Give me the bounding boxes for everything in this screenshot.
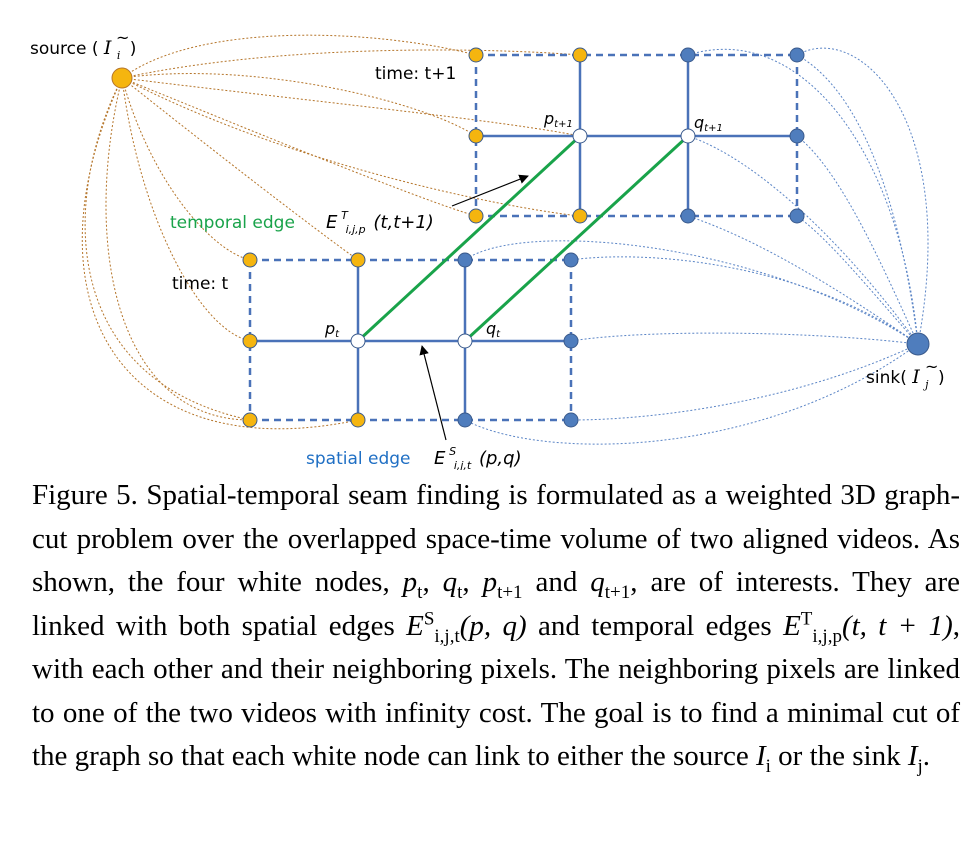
nodes-time-t1 <box>468 47 805 224</box>
source-links <box>81 34 581 430</box>
spatial-edge-math: E S i,j,t (p,q) <box>434 439 522 470</box>
white-node-p-t <box>350 333 366 349</box>
node-label-q-t1: qt+1 <box>694 113 723 134</box>
source-node <box>111 67 133 89</box>
white-node-p-t1 <box>572 128 588 144</box>
sink-links <box>464 47 929 445</box>
grid-time-t1 <box>474 53 799 218</box>
nodes-time-t <box>242 252 579 428</box>
source-label: source ( I i ) <box>30 37 136 64</box>
white-node-q-t <box>457 333 473 349</box>
sink-side-node <box>789 128 805 144</box>
source-side-node <box>468 128 484 144</box>
spatial-edge-label: spatial edge <box>306 449 411 469</box>
sink-side-node <box>563 252 579 268</box>
source-side-node <box>242 252 258 268</box>
sink-side-node <box>457 412 473 428</box>
sink-tilde: ~ <box>925 357 938 376</box>
caption-text-2: , are of interests. They are linked with… <box>32 566 961 642</box>
source-tilde: ~ <box>116 28 129 47</box>
sink-side-node <box>789 47 805 63</box>
time-t1-label: time: t+1 <box>375 64 456 84</box>
grid-time-t <box>248 258 573 422</box>
sink-side-node <box>680 208 696 224</box>
temporal-edge-math: E T i,j,p (t,t+1) <box>326 203 434 238</box>
sink-side-node <box>789 208 805 224</box>
source-side-node <box>572 47 588 63</box>
node-label-p-t1: pt+1 <box>543 109 573 130</box>
graph-cut-diagram: source ( I i ) ~ sink( I j ) ~ time: t+1… <box>30 28 945 470</box>
node-label-q-t: qt <box>486 319 501 340</box>
figure-caption: Figure 5. Spatial-temporal seam finding … <box>32 479 961 777</box>
sink-label: sink( I j ) <box>866 366 945 393</box>
source-side-node <box>572 208 588 224</box>
white-node-q-t1 <box>680 128 696 144</box>
source-side-node <box>468 47 484 63</box>
source-side-node <box>468 208 484 224</box>
time-t-label: time: t <box>172 274 229 294</box>
source-side-node <box>242 412 258 428</box>
figure-number: Figure 5. <box>32 479 138 511</box>
source-side-node <box>350 412 366 428</box>
sink-node <box>906 332 930 356</box>
temporal-edge-label: temporal edge <box>170 213 295 233</box>
sink-side-node <box>457 252 473 268</box>
sink-side-node <box>563 333 579 349</box>
sink-side-node <box>680 47 696 63</box>
source-side-node <box>350 252 366 268</box>
spatial-edge-arrow <box>419 345 447 441</box>
caption-text-4: , with each other and their neighboring … <box>32 609 961 773</box>
caption-text-1: Spatial-temporal seam finding is formula… <box>32 479 960 598</box>
sink-side-node <box>563 412 579 428</box>
temporal-edge-arrow <box>451 174 529 207</box>
caption-text-3: and temporal edges <box>538 609 772 642</box>
source-side-node <box>242 333 258 349</box>
node-label-p-t: pt <box>324 319 340 340</box>
temporal-edges <box>356 134 690 343</box>
